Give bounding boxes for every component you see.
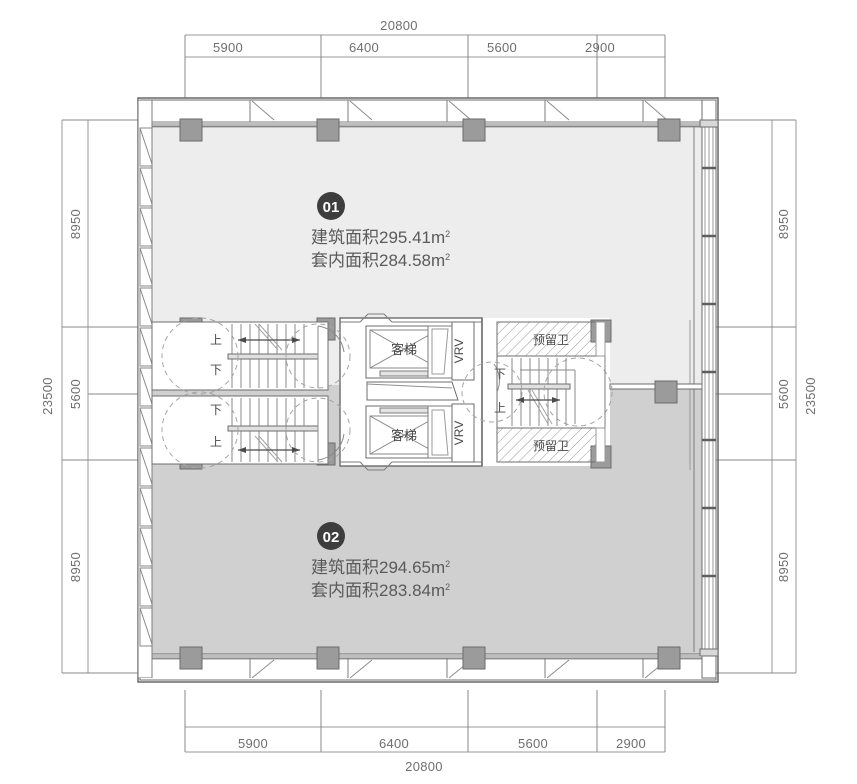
right-dimension-string: 8950 5600 8950 23500	[700, 119, 818, 674]
top-segment-2: 6400	[349, 40, 379, 55]
service-shaft-lower	[427, 405, 453, 459]
bottom-segment-2: 6400	[379, 736, 409, 751]
vrv-label-lower: VRV	[452, 421, 466, 445]
right-segment-1: 8950	[776, 209, 791, 239]
unit-01-badge-number: 01	[323, 199, 340, 216]
elevator-lobby-corridor	[366, 381, 459, 401]
top-segment-4: 2900	[585, 40, 615, 55]
stair-direction-down-lower-left: 下	[210, 403, 222, 417]
service-shaft-upper	[427, 325, 453, 379]
top-segment-1: 5900	[213, 40, 243, 55]
right-segment-2: 5600	[776, 379, 791, 409]
reserved-toilet-label-lower: 预留卫	[533, 439, 569, 453]
column	[179, 118, 203, 142]
column	[462, 118, 486, 142]
stair-direction-up-right: 上	[494, 401, 506, 415]
unit-02-label-block: 02 建筑面积294.65m2 套内面积283.84m2	[311, 522, 450, 600]
elevator-label-upper: 客梯	[391, 342, 417, 357]
vrv-label-upper: VRV	[452, 339, 466, 363]
unit-01-net-area: 套内面积284.58m2	[311, 251, 450, 270]
bottom-segment-1: 5900	[238, 736, 268, 751]
left-segment-3: 8950	[68, 552, 83, 582]
right-total-dimension: 23500	[803, 377, 818, 415]
left-dimension-string: 8950 5600 8950 23500	[40, 119, 140, 674]
vrv-shaft-lower: VRV	[451, 403, 475, 463]
top-segment-3: 5600	[487, 40, 517, 55]
bottom-segment-4: 2900	[616, 736, 646, 751]
left-exterior-wall	[137, 100, 153, 678]
left-segment-2: 5600	[68, 379, 83, 409]
right-exterior-wall	[699, 99, 719, 679]
column	[657, 118, 681, 142]
elevator-label-lower: 客梯	[391, 428, 417, 443]
bottom-dimension-string: 5900 6400 5600 2900 20800	[184, 690, 666, 774]
unit-02-badge	[317, 522, 345, 550]
unit-01-gross-area: 建筑面积295.41m2	[311, 228, 450, 247]
stair-direction-up-lower-left: 上	[210, 435, 222, 449]
reserved-toilet-upper: 预留卫	[496, 321, 606, 357]
bottom-segment-3: 5600	[518, 736, 548, 751]
unit-01-label-block: 01 建筑面积295.41m2 套内面积284.58m2	[311, 192, 450, 270]
reserved-toilet-lower: 预留卫	[496, 427, 606, 463]
bottom-exterior-wall	[139, 653, 717, 681]
stair-direction-down-right: 下	[494, 367, 506, 381]
stair-direction-up-upper-left: 上	[210, 333, 222, 347]
left-segment-1: 8950	[68, 209, 83, 239]
unit-02-gross-area: 建筑面积294.65m2	[311, 558, 450, 577]
column	[316, 646, 340, 670]
unit-02-net-area: 套内面积283.84m2	[311, 581, 450, 600]
top-dimension-string: 20800 5900 6400 5600 2900	[184, 18, 666, 98]
top-exterior-wall	[139, 99, 717, 128]
bottom-total-dimension: 20800	[405, 759, 443, 774]
left-total-dimension: 23500	[40, 377, 55, 415]
stair-lower-left: 下 上	[151, 391, 351, 469]
right-segment-3: 8950	[776, 552, 791, 582]
column	[657, 646, 681, 670]
column	[179, 646, 203, 670]
column	[462, 646, 486, 670]
vrv-shaft-upper: VRV	[451, 321, 475, 381]
unit-02-badge-number: 02	[323, 529, 340, 546]
stair-right: 下 上	[461, 355, 613, 429]
stair-direction-down-upper-left: 下	[210, 363, 222, 377]
column	[654, 380, 678, 404]
top-total-dimension: 20800	[380, 18, 418, 33]
column	[316, 118, 340, 142]
stair-upper-left: 上 下	[151, 317, 351, 395]
unit-01-badge	[317, 192, 345, 220]
right-shafts	[595, 321, 606, 463]
reserved-toilet-label-upper: 预留卫	[533, 333, 569, 347]
